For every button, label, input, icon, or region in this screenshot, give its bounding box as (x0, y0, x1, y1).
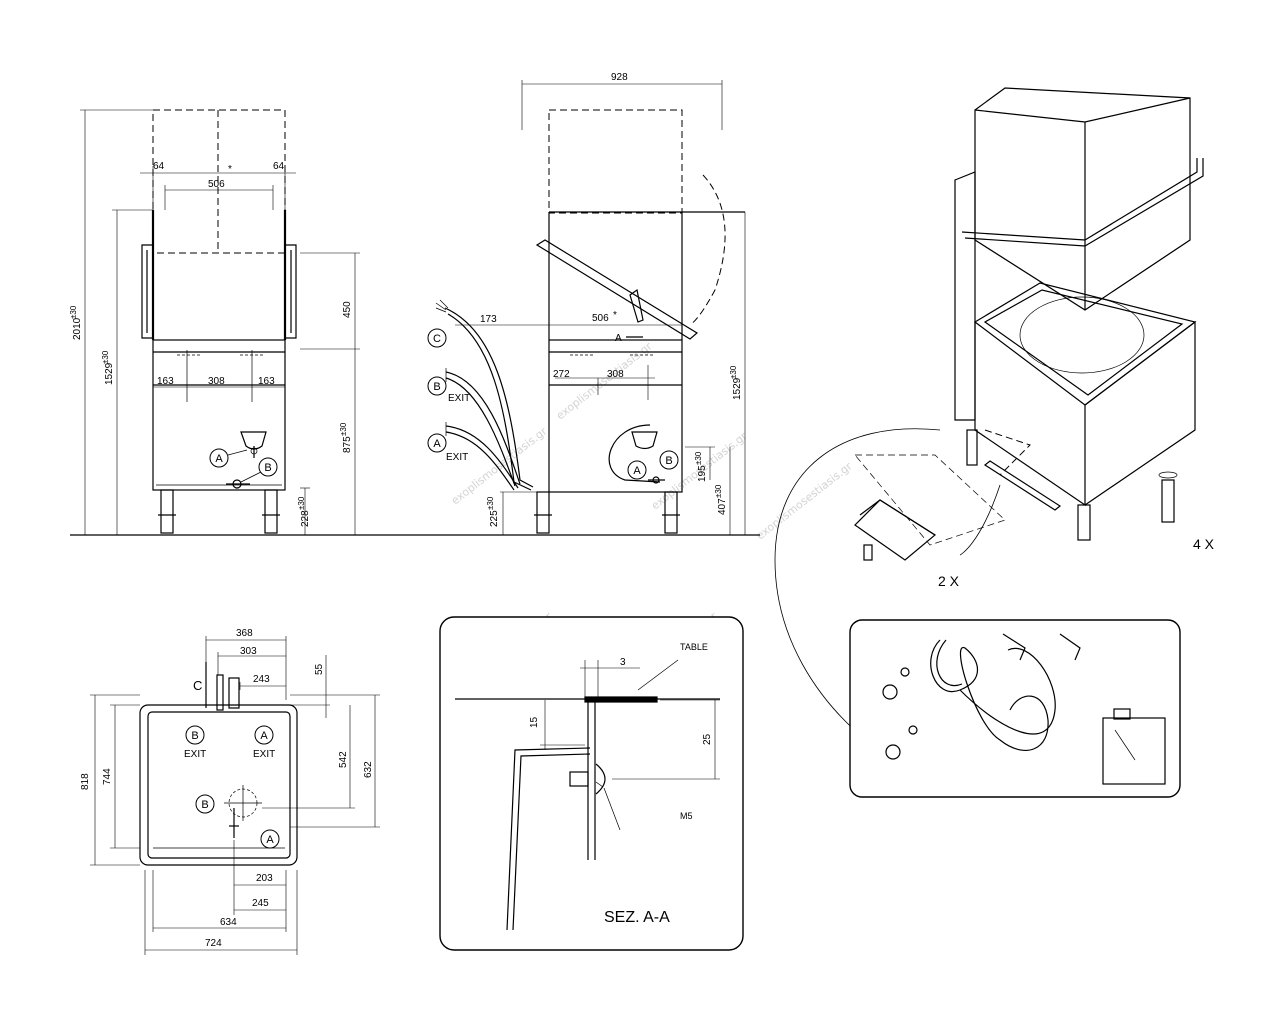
side-label-a: A (433, 438, 441, 450)
side-asterisk: * (613, 310, 617, 321)
front-label-b: B (264, 462, 271, 474)
front-dim-side-right: 64 (273, 161, 285, 172)
plan-dim-55: 55 (314, 663, 325, 675)
side-dim-left-offset: 173 (480, 314, 497, 325)
plan-label-a-exit: EXIT (253, 749, 275, 760)
section-view: 3 15 25 TABLE M5 SEZ. A-A (439, 616, 744, 951)
plan-dim-303: 303 (240, 646, 257, 657)
plan-dim-634: 634 (220, 917, 237, 928)
side-tol-open: ±30 (729, 365, 738, 379)
front-dim-table-height: 875 (342, 436, 353, 453)
side-tol-leg: ±30 (486, 496, 495, 510)
plan-label-c: C (193, 678, 202, 693)
front-dim-side-left: 64 (153, 161, 165, 172)
plan-dim-245: 245 (252, 898, 269, 909)
iso-label-2x: 2 X (938, 573, 960, 589)
side-conn-label-a: A (633, 465, 641, 477)
side-tol-conn: ±30 (694, 451, 703, 465)
front-tol-leg: ±30 (297, 496, 306, 510)
front-tol-table: ±30 (339, 422, 348, 436)
front-asterisk: * (228, 164, 232, 175)
svg-text:exoplismosestiasis.gr: exoplismosestiasis.gr (449, 424, 550, 507)
plan-dim-243: 243 (253, 674, 270, 685)
side-dim-hood-offset: 506 (592, 313, 609, 324)
isometric-view: 2 X 4 X (774, 87, 1215, 798)
plan-dim-724: 724 (205, 938, 222, 949)
plan-label-b-exit: EXIT (184, 749, 206, 760)
plan-label-a: A (260, 730, 268, 742)
front-dim-base-right: 163 (258, 376, 275, 387)
front-dim-hood-width: 506 (208, 179, 225, 190)
plan-label-b: B (191, 730, 198, 742)
front-label-a: A (215, 453, 223, 465)
plan-dim-744: 744 (102, 768, 113, 785)
side-label-c: C (433, 333, 441, 345)
plan-label-a2: A (266, 834, 274, 846)
front-tol-open: ±30 (101, 350, 110, 364)
plan-view: B A B EXIT A EXIT C (80, 628, 380, 955)
front-tol-total: ±30 (69, 305, 78, 319)
front-dim-open-height: 1529 (104, 362, 115, 385)
plan-dim-368: 368 (236, 628, 253, 639)
front-dim-top-gap: 450 (342, 301, 353, 318)
side-label-a-exit: EXIT (446, 452, 468, 463)
side-dim-drain-height: 407 (717, 498, 728, 515)
front-dim-base-mid: 308 (208, 376, 225, 387)
section-dim-3: 3 (620, 657, 626, 668)
plan-label-b2: B (201, 799, 208, 811)
section-label-m5: M5 (680, 811, 693, 821)
side-section-marker: A (615, 333, 622, 344)
plan-dim-542: 542 (338, 751, 349, 768)
side-dim-width: 928 (611, 72, 628, 83)
section-label-table: TABLE (680, 642, 708, 652)
side-dim-conn-height: 195 (697, 465, 708, 482)
section-dim-25: 25 (702, 733, 713, 745)
front-dim-total-height: 2010 (72, 317, 83, 340)
side-dim-base-left: 272 (553, 369, 570, 380)
side-dim-base-right: 308 (607, 369, 624, 380)
side-tol-drain: ±30 (714, 484, 723, 498)
plan-dim-203: 203 (256, 873, 273, 884)
side-dim-open-height: 1529 (732, 377, 743, 400)
side-label-b-exit: EXIT (448, 393, 470, 404)
section-dim-15: 15 (529, 716, 540, 728)
plan-dim-818: 818 (80, 773, 91, 790)
iso-label-4x: 4 X (1193, 536, 1215, 552)
side-view: 928 C (427, 72, 746, 535)
side-dim-leg-height: 225 (489, 510, 500, 527)
front-view: A B 64 64 * 506 163 308 1 (69, 109, 360, 535)
side-label-b: B (433, 381, 440, 393)
plan-dim-632: 632 (363, 761, 374, 778)
front-dim-leg-height: 228 (300, 510, 311, 527)
side-conn-label-b: B (665, 455, 672, 467)
front-dim-base-left: 163 (157, 376, 174, 387)
section-title: SEZ. A-A (604, 909, 670, 926)
